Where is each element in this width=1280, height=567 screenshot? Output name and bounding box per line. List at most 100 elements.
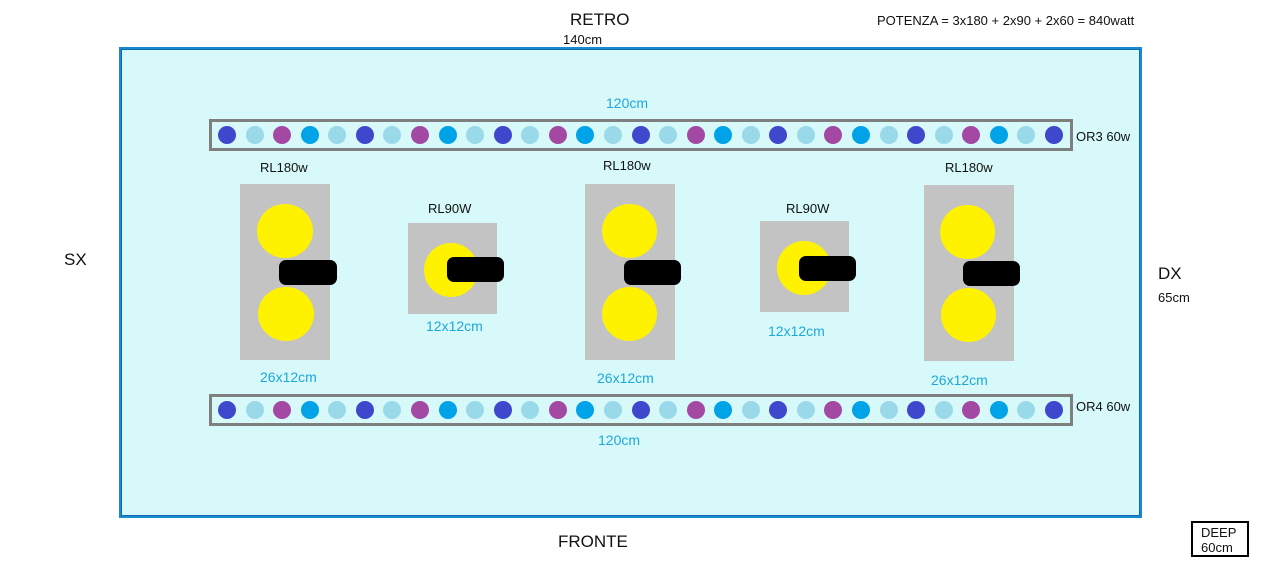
- led-dot: [631, 126, 650, 144]
- led-dot: [438, 126, 457, 144]
- strip-label-or4: OR4 60w: [1076, 399, 1131, 414]
- led-dot: [548, 401, 567, 419]
- led-dot: [796, 126, 815, 144]
- led-dot: [769, 126, 788, 144]
- led-dot: [603, 126, 622, 144]
- led-dot: [603, 401, 622, 419]
- led-dot: [824, 126, 843, 144]
- depth-title: DEEP: [1201, 525, 1237, 540]
- back-label: RETRO: [570, 10, 630, 29]
- led-strip-or4: [209, 394, 1073, 426]
- led-dot: [631, 401, 650, 419]
- lamp-icon: [602, 204, 657, 258]
- led-dot: [466, 126, 485, 144]
- led-dot: [989, 401, 1008, 419]
- led-dot: [659, 126, 678, 144]
- led-dot: [576, 401, 595, 419]
- led-dot: [273, 401, 292, 419]
- led-dot: [410, 401, 429, 419]
- led-dot: [907, 401, 926, 419]
- led-dot: [741, 401, 760, 419]
- led-strip-or3: [209, 119, 1073, 151]
- led-dot: [355, 126, 374, 144]
- tank-width-label: 65cm: [1158, 290, 1190, 305]
- fixture-size: 26x12cm: [260, 369, 317, 385]
- depth-box: DEEP 60cm: [1191, 521, 1249, 557]
- led-dot: [686, 126, 705, 144]
- led-dot: [245, 401, 264, 419]
- fixture-label: RL180w: [603, 158, 651, 173]
- led-dot: [273, 126, 292, 144]
- led-dot: [1017, 126, 1036, 144]
- led-dot: [438, 401, 457, 419]
- fixture-label: RL180w: [945, 160, 993, 175]
- fixture-size: 12x12cm: [768, 323, 825, 339]
- fixture-size: 26x12cm: [931, 372, 988, 388]
- lamp-icon: [257, 204, 313, 258]
- led-dot: [383, 401, 402, 419]
- led-dot: [493, 126, 512, 144]
- led-dot: [576, 126, 595, 144]
- strip-length-top: 120cm: [606, 95, 649, 111]
- led-dot: [934, 401, 953, 419]
- led-dot: [769, 401, 788, 419]
- strip-label-or3: OR3 60w: [1076, 129, 1131, 144]
- led-dot: [686, 401, 705, 419]
- strip-length-bottom: 120cm: [598, 432, 641, 448]
- lamp-icon: [940, 205, 995, 259]
- mounting-bracket: [624, 260, 681, 285]
- led-dot: [714, 126, 733, 144]
- led-dot: [879, 126, 898, 144]
- led-dot: [218, 126, 236, 144]
- led-dot: [962, 126, 981, 144]
- left-side-label: SX: [64, 250, 87, 269]
- led-dot: [741, 126, 760, 144]
- led-dot: [548, 126, 567, 144]
- led-dot: [521, 126, 540, 144]
- led-dot: [907, 126, 926, 144]
- mounting-bracket: [447, 257, 504, 282]
- lamp-icon: [941, 288, 996, 342]
- front-label: FRONTE: [558, 532, 628, 551]
- fixture-rl180-1: [240, 184, 330, 360]
- led-dot: [245, 126, 264, 144]
- led-dot: [852, 401, 871, 419]
- tank-length-label: 140cm: [563, 32, 603, 47]
- mounting-bracket: [279, 260, 337, 285]
- led-dot: [328, 401, 347, 419]
- fixture-label: RL90W: [786, 201, 830, 216]
- led-dot: [466, 401, 485, 419]
- led-dot: [796, 401, 815, 419]
- fixture-size: 12x12cm: [426, 318, 483, 334]
- led-dot: [824, 401, 843, 419]
- led-dot: [659, 401, 678, 419]
- led-dot: [934, 126, 953, 144]
- led-dot: [989, 126, 1008, 144]
- led-dot: [410, 126, 429, 144]
- lamp-icon: [602, 287, 657, 341]
- led-dot: [1017, 401, 1036, 419]
- led-dot: [879, 401, 898, 419]
- fixture-size: 26x12cm: [597, 370, 654, 386]
- led-dot: [328, 126, 347, 144]
- right-side-label: DX: [1158, 264, 1182, 283]
- led-dot: [300, 126, 319, 144]
- depth-value: 60cm: [1201, 540, 1233, 555]
- led-dot: [300, 401, 319, 419]
- led-dot: [355, 401, 374, 419]
- fixture-label: RL180w: [260, 160, 308, 175]
- led-dot: [714, 401, 733, 419]
- led-dot: [852, 126, 871, 144]
- led-dot: [493, 401, 512, 419]
- led-dot: [1045, 401, 1063, 419]
- mounting-bracket: [963, 261, 1020, 286]
- fixture-label: RL90W: [428, 201, 472, 216]
- led-dot: [383, 126, 402, 144]
- led-dot: [962, 401, 981, 419]
- power-formula: POTENZA = 3x180 + 2x90 + 2x60 = 840watt: [877, 13, 1135, 28]
- led-dot: [1045, 126, 1063, 144]
- led-dot: [521, 401, 540, 419]
- mounting-bracket: [799, 256, 856, 281]
- lamp-icon: [258, 287, 314, 341]
- led-dot: [218, 401, 236, 419]
